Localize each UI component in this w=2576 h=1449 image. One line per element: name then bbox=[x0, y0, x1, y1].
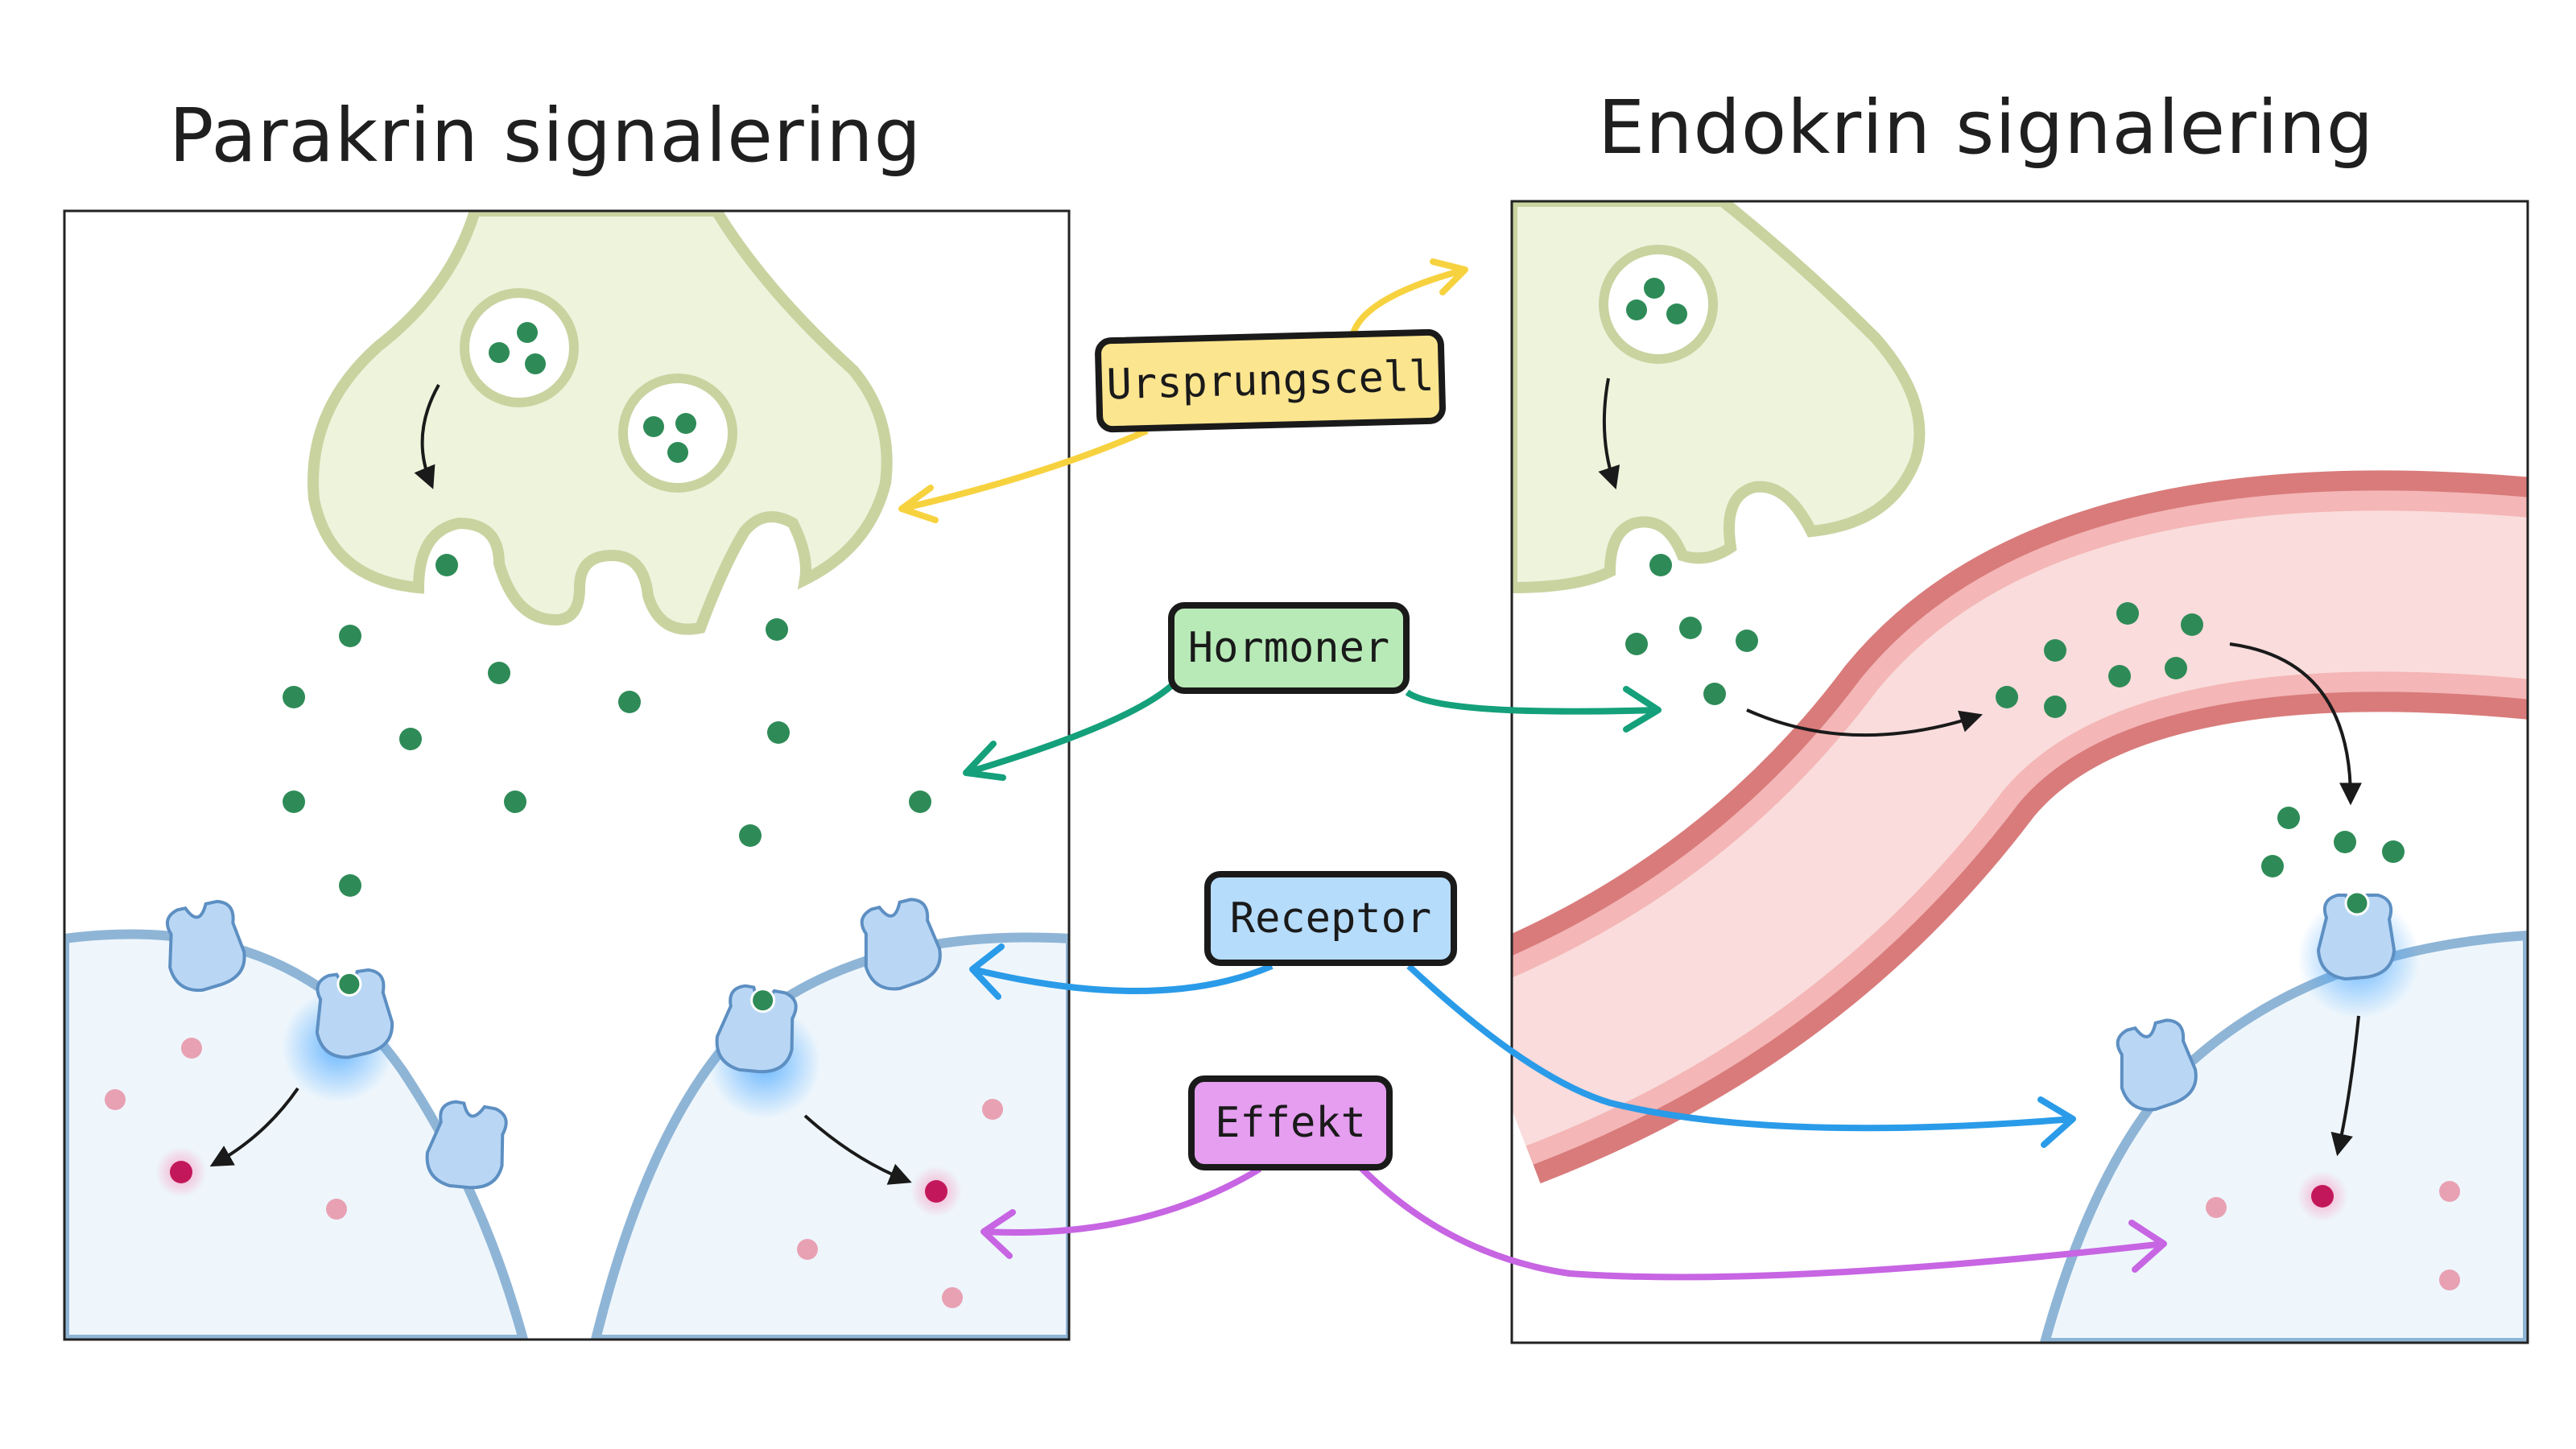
effect-arrow-right-label bbox=[1358, 1165, 2165, 1281]
vesicle bbox=[1599, 245, 1718, 364]
effect-molecule-right bbox=[925, 1180, 947, 1203]
label-hormones-text: Hormoner bbox=[1188, 624, 1389, 672]
receptor-arrowhead-right bbox=[2037, 1096, 2076, 1148]
hormones-arrowhead-right bbox=[1623, 686, 1662, 733]
origin-cell-left bbox=[308, 211, 893, 635]
left-panel-title: Parakrin signalering bbox=[169, 93, 922, 179]
effect-molecule-endocrine bbox=[2311, 1185, 2334, 1208]
right-panel bbox=[1512, 201, 2528, 1343]
hormone-molecules bbox=[1625, 554, 2405, 877]
intracellular-molecules bbox=[105, 1038, 1003, 1308]
receptor-endocrine-bound bbox=[2317, 890, 2396, 980]
right-panel-frame bbox=[1510, 200, 2529, 1344]
origin-arrow-left bbox=[901, 427, 1149, 512]
label-receptor-text: Receptor bbox=[1230, 894, 1431, 943]
left-panel-frame bbox=[63, 209, 1071, 1341]
effect-molecule-left bbox=[170, 1161, 192, 1183]
effect-arrow-left bbox=[209, 1087, 299, 1167]
hormones-arrowhead-left bbox=[963, 741, 1006, 781]
vesicle bbox=[618, 374, 737, 493]
effect-arrow-right bbox=[803, 1114, 912, 1185]
receptor-arrow-left bbox=[972, 963, 1274, 994]
transport-arrow bbox=[1746, 708, 1983, 737]
label-effect-text: Effekt bbox=[1215, 1099, 1366, 1147]
exocytosis-arrow bbox=[414, 384, 440, 489]
effect-arrowhead-left bbox=[980, 1209, 1016, 1259]
hormones-arrow-left bbox=[964, 683, 1174, 776]
transport-arrow bbox=[2229, 642, 2362, 806]
intracellular-molecules bbox=[2206, 1181, 2460, 1290]
receptor-arrowhead-left bbox=[969, 943, 1005, 1000]
exocytosis-arrow bbox=[1598, 378, 1620, 489]
origin-arrowhead-left bbox=[898, 485, 939, 523]
label-origin-cell: Ursprungscell bbox=[1095, 328, 1446, 433]
label-receptor: Receptor bbox=[1204, 871, 1457, 966]
hormones-arrow-right bbox=[1405, 689, 1659, 715]
blood-vessel bbox=[1512, 470, 2528, 1184]
hormone-molecules bbox=[283, 554, 931, 897]
receptor-right-1-bound bbox=[710, 980, 803, 1080]
label-origin-cell-text: Ursprungscell bbox=[1106, 353, 1435, 410]
right-panel-title: Endokrin signalering bbox=[1598, 85, 2374, 171]
label-hormones: Hormoner bbox=[1168, 602, 1410, 694]
effect-arrowhead-right bbox=[2128, 1220, 2167, 1273]
receptor-arrow-right bbox=[1406, 964, 2074, 1132]
receptor-left-2-bound bbox=[308, 966, 398, 1063]
label-effect: Effekt bbox=[1188, 1075, 1393, 1170]
effect-arrow-endocrine bbox=[2330, 1015, 2360, 1157]
effect-arrow-left-label bbox=[983, 1166, 1262, 1236]
left-panel bbox=[64, 211, 1069, 1340]
origin-arrowhead-right bbox=[1430, 258, 1468, 295]
vesicle bbox=[460, 288, 579, 407]
origin-arrow-right bbox=[1349, 266, 1467, 338]
